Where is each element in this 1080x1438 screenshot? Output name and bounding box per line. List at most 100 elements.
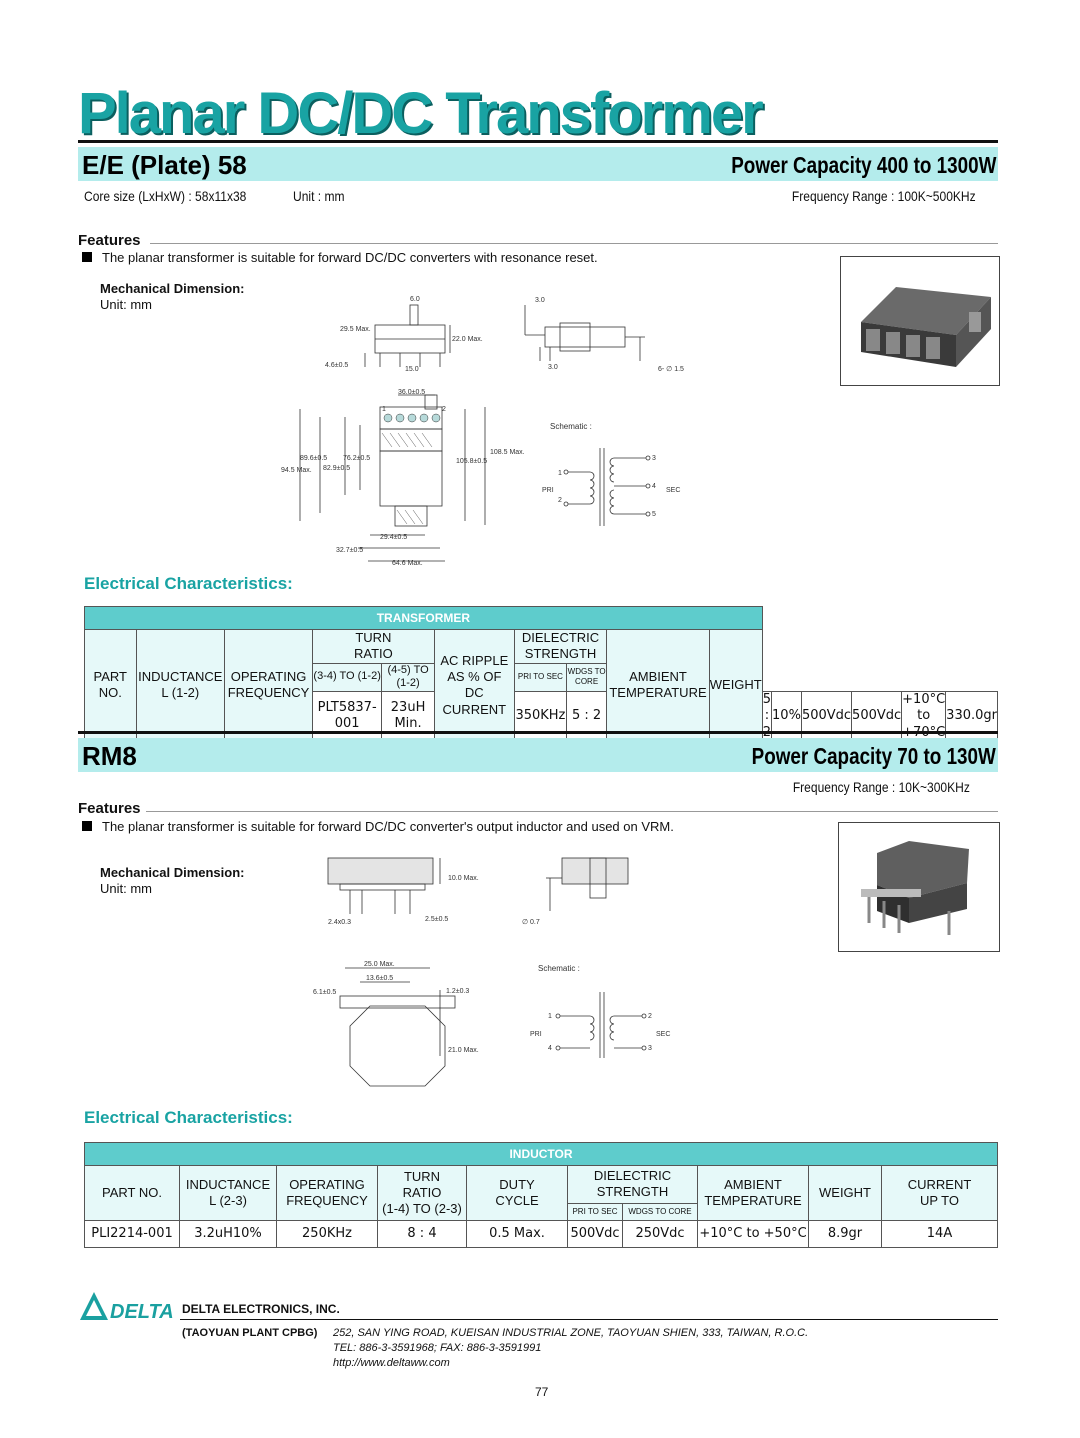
section2-band <box>78 738 998 772</box>
col-subheader: PRI TO SEC <box>567 1202 623 1222</box>
dim-label: 36.0±0.5 <box>398 389 425 396</box>
col-subheader: PRI TO SEC <box>513 662 567 692</box>
col-subheader: (3-4) TO (1-2) <box>311 662 383 692</box>
dim-label: 64.6 Max. <box>392 560 423 567</box>
dim-label: 76.2±0.5 <box>343 455 370 462</box>
pri-label: PRI <box>542 487 554 494</box>
footer-company: DELTA ELECTRONICS, INC. <box>182 1302 340 1316</box>
schematic-title: Schematic : <box>550 422 592 431</box>
section2-ec-title: Electrical Characteristics: <box>84 1108 293 1127</box>
section2-heading: RM8 <box>82 741 137 771</box>
dim-label: 3.0 <box>548 364 558 371</box>
dim-label: 29.4±0.5 <box>380 534 407 541</box>
section1-mechanical-drawing: 6.0 3.0 29.5 Max. 22.0 Max. 4.6±0.5 15.0… <box>281 296 684 567</box>
pin-label: 2 <box>558 497 562 504</box>
sec-label: SEC <box>656 1031 670 1038</box>
dim-label: ∅ 0.7 <box>522 919 540 926</box>
section1-mech-title: Mechanical Dimension: <box>100 281 245 296</box>
section1-mech-unit: Unit: mm <box>100 297 152 312</box>
bullet-icon <box>82 252 92 262</box>
section1-unit: Unit : mm <box>293 188 345 204</box>
section1-feature-text: The planar transformer is suitable for f… <box>102 250 598 265</box>
pin-label: 5 <box>652 511 656 518</box>
dim-label: 13.6±0.5 <box>366 975 393 982</box>
logo-text: DELTA <box>110 1301 174 1323</box>
section2-features-title: Features <box>78 800 141 817</box>
section1-ec-title: Electrical Characteristics: <box>84 574 293 593</box>
col-header: PART NO. <box>84 629 137 742</box>
dim-label: 4.6±0.5 <box>325 362 348 369</box>
pin-label: 1 <box>548 1013 552 1020</box>
table-bar: INDUCTOR <box>84 1142 998 1166</box>
footer-address: 252, SAN YING ROAD, KUEISAN INDUSTRIAL Z… <box>333 1327 809 1339</box>
footer-url[interactable]: http://www.deltaww.com <box>333 1357 450 1369</box>
pin-label: 2 <box>648 1013 652 1020</box>
dim-label: 22.0 Max. <box>452 336 483 343</box>
col-header: WEIGHT <box>808 1165 882 1221</box>
dim-label: 6- ∅ 1.5 <box>658 366 684 373</box>
footer-tel: TEL: 886-3-3591968; FAX: 886-3-3591991 <box>333 1342 542 1354</box>
dim-label: 6.0 <box>410 296 420 303</box>
section2-schematic: Schematic : 1 4 2 3 PRI SEC <box>530 964 670 1058</box>
dim-label: 32.7±0.5 <box>336 547 363 554</box>
section2-mech-title: Mechanical Dimension: <box>100 865 245 880</box>
section1-power-capacity: Power Capacity 400 to 1300W <box>730 152 996 178</box>
dim-label: 21.0 Max. <box>448 1047 479 1054</box>
dim-label: 108.5 Max. <box>490 449 525 456</box>
footer-rule <box>180 1319 998 1320</box>
page-number: 77 <box>535 1385 549 1399</box>
dim-label: 2.4x0.3 <box>328 919 351 926</box>
section1-features-title: Features <box>78 232 141 249</box>
footer-plant: (TAOYUAN PLANT CPBG) <box>182 1327 318 1339</box>
section1-frequency-range: Frequency Range : 100K~500KHz <box>792 188 976 204</box>
col-subheader: WDGS TO CORE <box>565 662 608 692</box>
section2-mechanical-drawing: 10.0 Max. 2.4x0.3 2.5±0.5 ∅ 0.7 25.0 Max… <box>313 857 629 1087</box>
schematic-title: Schematic : <box>538 964 580 973</box>
pin-label: 3 <box>652 455 656 462</box>
section2-rule <box>78 731 998 734</box>
dim-label: 25.0 Max. <box>364 961 395 968</box>
dim-label: 105.8±0.5 <box>456 458 487 465</box>
bullet-icon <box>82 821 92 831</box>
page-title: Planar DC/DC Transformer <box>78 81 764 146</box>
table-row: PLI2214-001 3.2uH10% 250KHz 8 : 4 0.5 Ma… <box>84 1220 998 1248</box>
col-header: WEIGHT <box>708 629 763 742</box>
dim-label: 94.5 Max. <box>281 467 312 474</box>
section1-core-size: Core size (LxHxW) : 58x11x38 <box>84 188 247 204</box>
pin-label: 4 <box>652 483 656 490</box>
dim-label: 6.1±0.5 <box>313 989 336 996</box>
section2-power-capacity: Power Capacity 70 to 130W <box>751 743 996 769</box>
dim-label: 3.0 <box>535 297 545 304</box>
pin-label: 4 <box>548 1045 552 1052</box>
section2-product-photo <box>838 822 1000 952</box>
dim-label: 1.2±0.3 <box>446 988 469 995</box>
dim-label: 10.0 Max. <box>448 875 479 882</box>
col-subheader: (4-5) TO (1-2) <box>381 662 435 692</box>
table-bar: TRANSFORMER <box>84 606 763 630</box>
features-divider <box>146 811 998 812</box>
col-header: PART NO. <box>84 1165 180 1221</box>
dim-label: 15.0 <box>405 366 419 373</box>
section1-band <box>78 147 998 181</box>
dim-label: 29.5 Max. <box>340 326 371 333</box>
section2-mech-unit: Unit: mm <box>100 881 152 896</box>
title-rule <box>78 140 998 143</box>
dim-label: 2.5±0.5 <box>425 916 448 923</box>
sec-label: SEC <box>666 487 680 494</box>
col-subheader: WDGS TO CORE <box>622 1202 698 1222</box>
section1-heading: E/E (Plate) 58 <box>82 150 247 180</box>
section2-feature-text: The planar transformer is suitable for f… <box>102 819 674 834</box>
